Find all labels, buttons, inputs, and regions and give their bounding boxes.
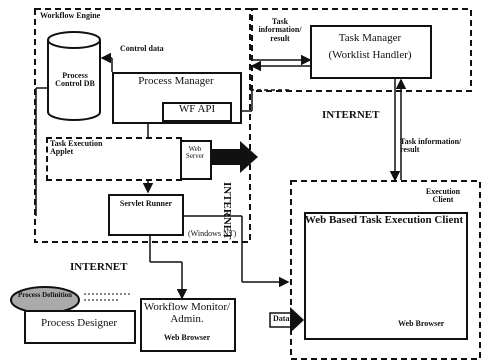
internet-vertical-label: INTERNET — [220, 182, 232, 239]
process-definition-label: Process Definition — [14, 292, 76, 299]
web-based-task-label: Web Based Task Execution Client — [304, 215, 464, 227]
workflow-monitor-label: Workflow Monitor/ Admin. — [140, 302, 234, 325]
workflow-engine-label: Workflow Engine — [40, 12, 96, 20]
web-server-label: Web Server — [180, 146, 210, 161]
process-designer-label: Process Designer — [26, 318, 132, 330]
process-manager-label: Process Manager — [114, 76, 238, 88]
task-info-result-top-label: Task information/ result — [254, 18, 306, 43]
task-execution-applet-label: Task Execution Applet — [50, 140, 106, 157]
internet-right-label: INTERNET — [322, 110, 379, 122]
internet-bottom-label: INTERNET — [70, 262, 127, 274]
control-data-label: Control data — [120, 45, 164, 53]
task-manager-title: Task Manager — [312, 33, 428, 45]
task-info-result-right-label: Task information/ result — [400, 138, 480, 155]
execution-client-label: Execution Client — [418, 188, 468, 205]
servlet-runner-label: Servlet Runner — [112, 200, 180, 208]
web-browser-right-label: Web Browser — [398, 320, 444, 328]
data-label: Data — [273, 315, 289, 323]
task-manager-subtitle: (Worklist Handler) — [312, 50, 428, 62]
process-control-db-label: Process Control DB — [50, 72, 100, 89]
wf-api-label: WF API — [162, 104, 232, 116]
web-browser-monitor-label: Web Browser — [140, 334, 234, 342]
